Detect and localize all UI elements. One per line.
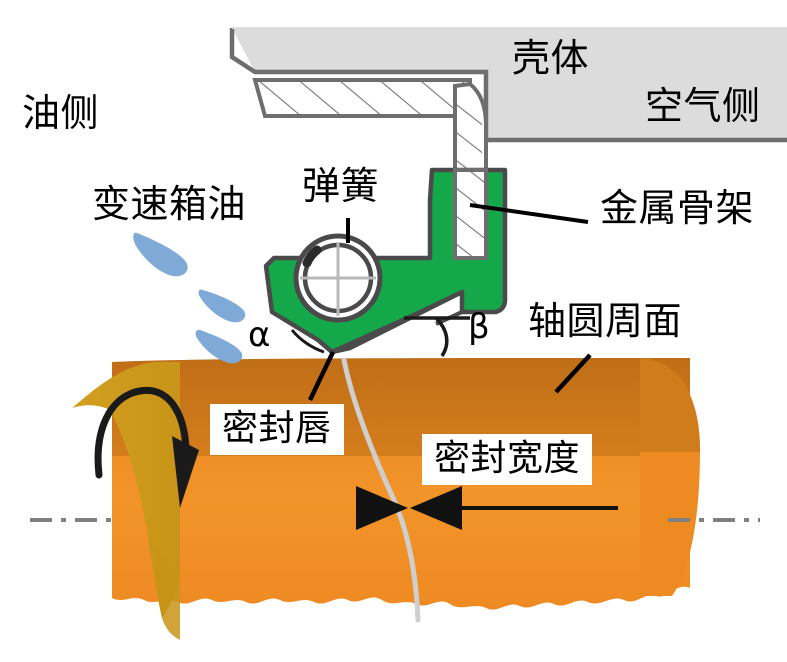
rotation-arrow-icon: [94, 386, 199, 508]
label-air-side: 空气侧: [645, 86, 761, 128]
oil-droplet: [195, 329, 243, 364]
leader-sealing-lip: [307, 351, 336, 401]
shaft-right-end-top: [640, 358, 700, 452]
angle-marks: [290, 316, 470, 357]
label-housing: 壳体: [512, 38, 590, 80]
label-angle-beta: β: [468, 307, 491, 347]
label-sealing-lip: 密封唇: [210, 404, 344, 455]
label-shaft-circumference: 轴圆周面: [528, 301, 683, 343]
housing-hatch-fill: [255, 80, 470, 116]
oil-droplet: [198, 289, 246, 323]
oil-droplet: [133, 232, 188, 277]
label-sealing-width: 密封宽度: [422, 434, 593, 485]
oil-droplets: [133, 232, 246, 364]
shaft-upper-band: [112, 358, 690, 456]
label-oil-side: 油侧: [22, 93, 100, 135]
leader-metal-frame: [469, 203, 589, 224]
label-gearbox-oil: 变速箱油: [92, 184, 247, 226]
shaft-left-end-shadow: [148, 538, 180, 640]
angle-beta-arc: [434, 316, 449, 357]
label-metal-frame: 金属骨架: [600, 188, 755, 230]
seal-air-side-face: [331, 289, 463, 355]
leader-shaft-circumference: [554, 353, 592, 394]
seal-frame-slot-outline: [453, 168, 488, 260]
spring-coil-mark: [302, 245, 322, 268]
seal-frame-slot-hatch: [455, 170, 486, 258]
leader-lines: [307, 203, 592, 401]
housing-block: [229, 27, 787, 143]
angle-alpha-arc: [290, 329, 325, 354]
housing-body: [232, 28, 787, 140]
shaft-cylinder: [72, 357, 700, 640]
garter-spring: [293, 233, 383, 323]
housing-outline: [229, 28, 787, 143]
label-spring: 弹簧: [302, 166, 380, 208]
label-angle-alpha: α: [248, 315, 271, 355]
